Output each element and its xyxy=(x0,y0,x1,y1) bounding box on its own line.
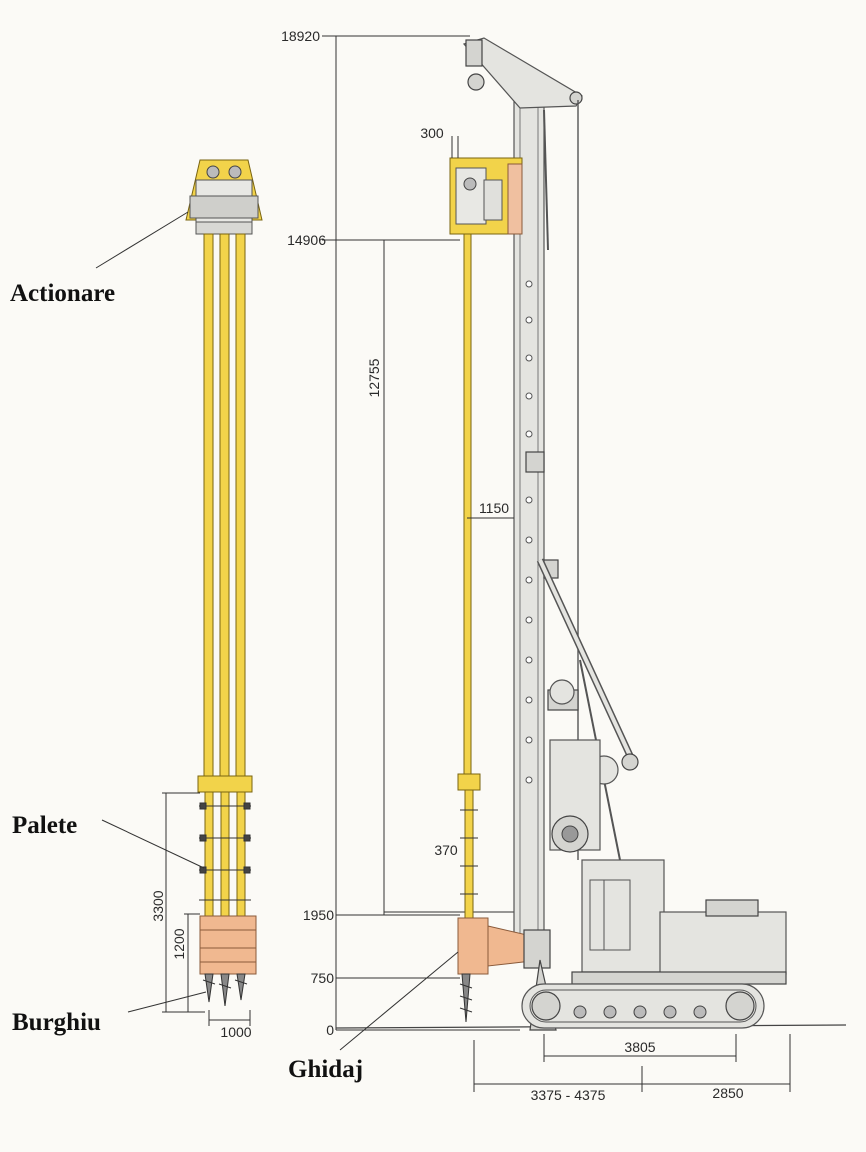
mast xyxy=(513,99,559,941)
height-1950: 1950 xyxy=(303,907,334,923)
dim-3375-4375: 3375 - 4375 xyxy=(531,1087,606,1103)
auger-rod-left xyxy=(203,233,214,781)
label-ghidaj: Ghidaj xyxy=(288,1056,363,1083)
crown-sheave xyxy=(462,37,583,860)
rotary-head: 300 xyxy=(420,125,523,235)
rig-body xyxy=(523,679,787,1031)
kelly-coupling xyxy=(457,773,481,791)
height-750: 750 xyxy=(311,970,335,986)
dim-12755: 12755 xyxy=(366,358,382,397)
height-18920: 18920 xyxy=(281,28,320,44)
drill-bits xyxy=(204,973,246,1007)
paddles xyxy=(199,802,251,901)
height-14906: 14906 xyxy=(287,232,326,248)
label-burghiu: Burghiu xyxy=(12,1009,101,1036)
crawler-track xyxy=(521,983,765,1029)
dim-370: 370 xyxy=(434,842,458,858)
guide-block xyxy=(199,915,257,975)
dim-3300: 3300 xyxy=(150,890,166,921)
dim-1150: 1150 xyxy=(479,500,509,516)
drive-head xyxy=(185,159,263,235)
dim-300: 300 xyxy=(420,125,444,141)
base-dimensions: 3805 3375 - 4375 2850 xyxy=(473,1034,791,1103)
dim-1000: 1000 xyxy=(220,1024,251,1040)
auger-assembly: 3300 1200 1000 xyxy=(150,159,263,1040)
label-actionare: Actionare xyxy=(10,280,115,307)
dim-3805: 3805 xyxy=(624,1039,655,1055)
leader-ghidaj xyxy=(339,951,459,1051)
rod-coupling xyxy=(197,775,253,793)
leader-palete xyxy=(101,819,205,869)
dim-1200: 1200 xyxy=(171,928,187,959)
height-scale: 18920 14906 1950 750 0 12755 xyxy=(281,28,520,1038)
dim-2850: 2850 xyxy=(712,1085,743,1101)
height-0: 0 xyxy=(326,1022,334,1038)
label-palete: Palete xyxy=(12,812,77,839)
kelly-rod xyxy=(463,233,472,775)
auger-rod-right xyxy=(235,233,246,781)
leader-actionare xyxy=(95,211,189,269)
leader-burghiu xyxy=(127,991,207,1013)
auger-rod-middle xyxy=(219,233,230,781)
